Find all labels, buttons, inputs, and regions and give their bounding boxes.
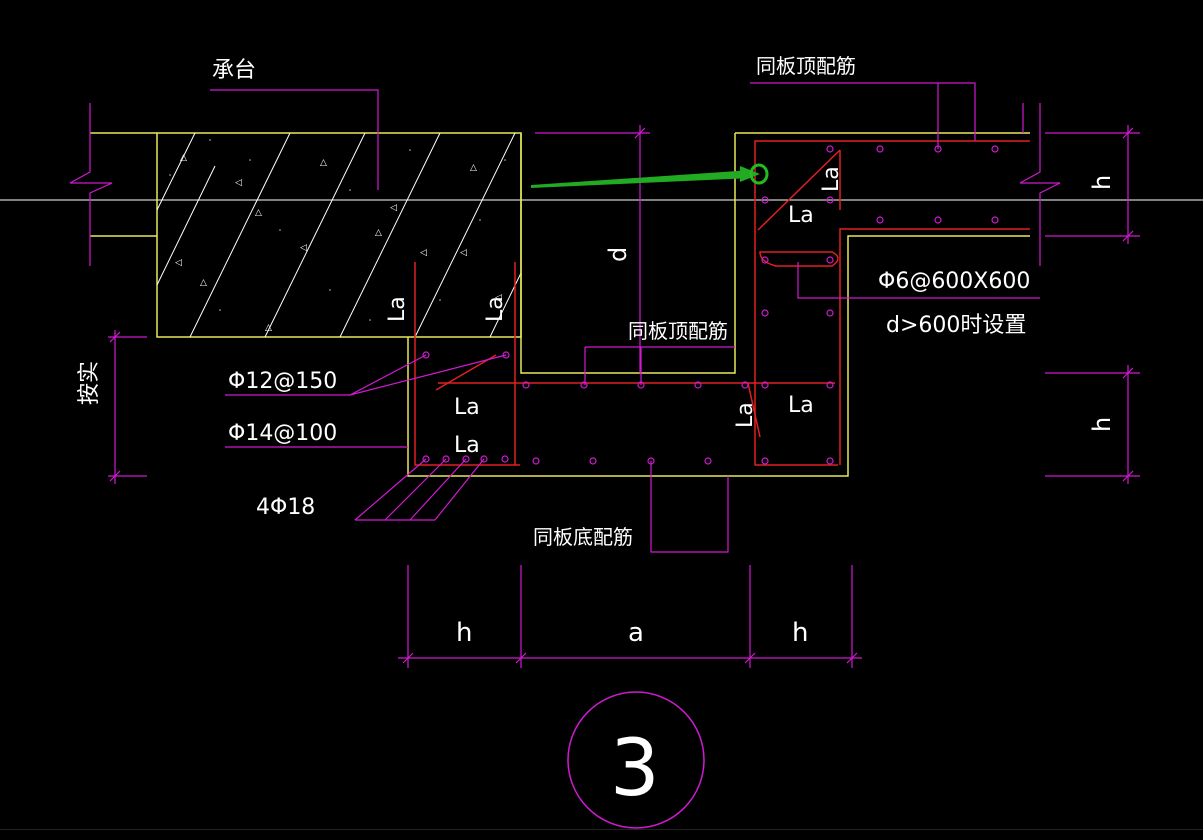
right-break-line [1019, 103, 1061, 266]
svg-text:△: △ [255, 208, 262, 218]
label-phi18-spec: 4Φ18 [256, 495, 315, 520]
rebar-lines [414, 140, 1030, 466]
la-right-mid-h: La [788, 393, 814, 418]
dim-d: d [604, 247, 632, 262]
dim-h-bottom-left: h [456, 618, 472, 648]
la-left-1: La [454, 395, 480, 420]
label-cap: 承台 [212, 58, 256, 83]
label-phi6-spec: Φ6@600X600 [878, 269, 1030, 294]
left-slab-stub [69, 103, 157, 266]
label-phi12-spec: Φ12@150 [228, 369, 337, 394]
pile-cap: △ ◁ △ △ ◁ ◁ △ △ ◁ ◁ △ △ ◁ ◁ [156, 132, 522, 338]
svg-text:◁: ◁ [235, 178, 242, 188]
svg-text:◁: ◁ [300, 243, 307, 253]
la-right-top-h: La [788, 203, 814, 228]
detail-number: 3 [610, 724, 660, 814]
trough-outline [407, 132, 1030, 477]
svg-text:◁: ◁ [495, 293, 502, 303]
status-strip [0, 829, 1203, 840]
detail-circle [567, 691, 705, 829]
label-bottom-rebar: 同板底配筋 [533, 525, 633, 549]
svg-text:△: △ [200, 278, 207, 288]
svg-text:◁: ◁ [420, 248, 427, 258]
svg-text:△: △ [470, 163, 477, 173]
la-cap-2: La [483, 296, 508, 322]
rebar-dots [422, 145, 999, 465]
label-top-rebar-middle: 同板顶配筋 [628, 319, 728, 343]
dim-a-bottom: a [628, 618, 644, 648]
svg-text:◁: ◁ [390, 203, 397, 213]
la-cap-1: La [385, 296, 410, 322]
dim-h-bottom-right: h [792, 618, 808, 648]
svg-text:△: △ [375, 228, 382, 238]
svg-text:◁: ◁ [175, 258, 182, 268]
svg-text:△: △ [320, 158, 327, 168]
svg-text:△: △ [265, 323, 272, 333]
label-phi14-spec: Φ14@100 [228, 421, 337, 446]
dim-h-right-lower: h [1088, 417, 1116, 432]
svg-text:△: △ [180, 153, 187, 163]
label-top-rebar-upper: 同板顶配筋 [756, 54, 856, 78]
svg-text:◁: ◁ [460, 248, 467, 258]
dimension-lines [108, 103, 1140, 668]
la-right-top-v: La [819, 166, 844, 192]
label-phi6-condition: d>600时设置 [886, 313, 1026, 338]
la-right-mid-v: La [733, 402, 758, 428]
left-break-line [69, 103, 113, 266]
drawing-text: 承台 同板顶配筋 同板顶配筋 同板底配筋 Φ6@600X600 d>600时设置… [77, 54, 1116, 814]
label-vertical-side-note: 按实 [77, 361, 102, 405]
dim-h-right-upper: h [1088, 175, 1116, 190]
la-left-2: La [454, 433, 480, 458]
leader-lines [210, 82, 1040, 553]
green-arrow-annotation [531, 163, 769, 188]
